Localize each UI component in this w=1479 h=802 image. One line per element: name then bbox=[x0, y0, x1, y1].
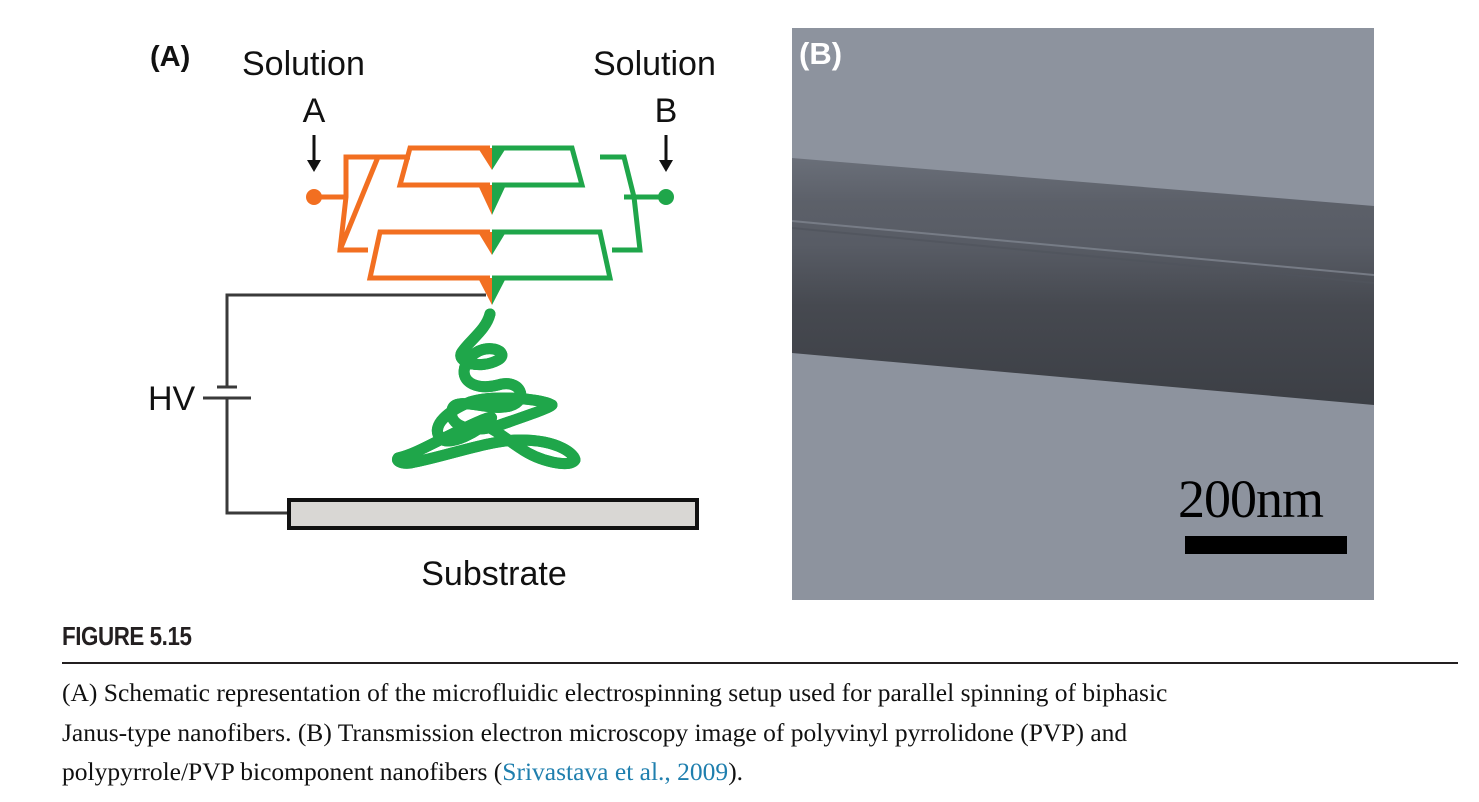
solution-b-letter: B bbox=[655, 92, 678, 130]
panel-b-tem-image: (B) 200nm bbox=[792, 28, 1374, 600]
caption-text: polypyrrole/PVP bicomponent nanofibers ( bbox=[62, 757, 503, 786]
hv-label: HV bbox=[148, 380, 196, 418]
caption-line: polypyrrole/PVP bicomponent nanofibers (… bbox=[62, 752, 1462, 792]
caption-text: ). bbox=[728, 757, 744, 786]
panel-b-label: (B) bbox=[799, 36, 843, 71]
figure-rule-divider bbox=[62, 662, 1458, 664]
tem-micrograph bbox=[792, 28, 1374, 600]
caption-line: (A) Schematic representation of the micr… bbox=[62, 678, 1168, 707]
arrow-down-icon bbox=[659, 135, 673, 172]
solution-a-letter: A bbox=[303, 92, 326, 130]
solution-b-label: Solution bbox=[593, 45, 716, 83]
solution-a-label: Solution bbox=[242, 45, 365, 83]
scale-bar-label: 200nm bbox=[1178, 469, 1324, 529]
battery-icon bbox=[203, 385, 251, 400]
scale-bar bbox=[1185, 536, 1347, 554]
figure-title: FIGURE 5.15 bbox=[62, 621, 192, 651]
nanofiber bbox=[792, 158, 1374, 405]
caption-line: Janus-type nanofibers. (B) Transmission … bbox=[62, 717, 1128, 747]
solution-a-nozzles bbox=[478, 148, 492, 305]
arrow-down-icon bbox=[307, 135, 321, 172]
solution-b-nozzles bbox=[492, 148, 506, 305]
figure-caption: (A) Schematic representation of the micr… bbox=[62, 673, 1462, 792]
solution-b-channels bbox=[492, 145, 674, 281]
circuit-wire bbox=[225, 293, 486, 515]
panel-a-schematic: (A) Solution A Solution B bbox=[0, 0, 780, 610]
electrospinning-schematic: (A) Solution A Solution B bbox=[148, 41, 716, 593]
fiber-interface-line bbox=[792, 220, 1374, 276]
solution-a-channels bbox=[306, 145, 490, 281]
panel-a-label: (A) bbox=[150, 41, 190, 73]
substrate bbox=[287, 498, 699, 530]
janus-fiber-jet bbox=[397, 308, 581, 464]
substrate-label: Substrate bbox=[421, 555, 567, 593]
citation-link[interactable]: Srivastava et al., 2009 bbox=[502, 757, 729, 786]
